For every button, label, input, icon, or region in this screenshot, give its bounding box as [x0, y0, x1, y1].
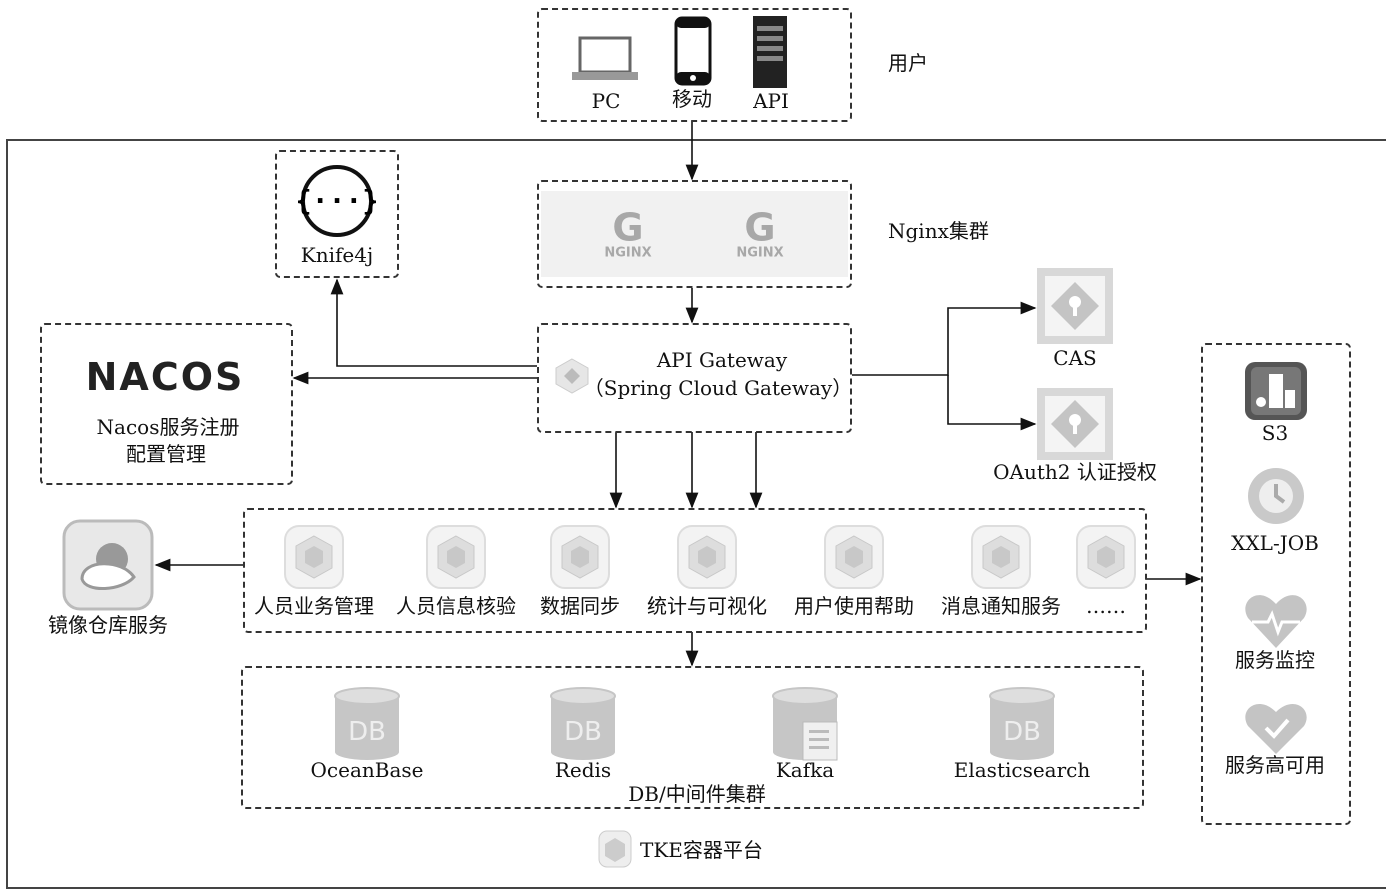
services-box	[243, 508, 1147, 633]
arrow-gateway-knife4j	[330, 278, 537, 367]
tke-label: TKE容器平台	[640, 838, 763, 862]
db-cluster-title: DB/中间件集群	[628, 782, 766, 806]
db-label: Elasticsearch	[953, 758, 1091, 782]
user-pc-label: PC	[591, 89, 621, 113]
service-icon	[284, 525, 344, 589]
nacos-box	[40, 323, 293, 485]
cas-label: CAS	[1053, 346, 1097, 370]
service-icon	[1076, 525, 1136, 589]
gateway-icon	[555, 358, 589, 394]
database-icon: DB	[989, 687, 1055, 760]
service-label: 人员业务管理	[254, 594, 374, 618]
phone-icon	[674, 16, 712, 86]
db-label: OceanBase	[310, 758, 424, 782]
service-label: 统计与可视化	[647, 594, 767, 618]
svg-text:DB: DB	[348, 717, 386, 747]
tke-icon	[598, 830, 632, 868]
xxl-job-icon	[1248, 468, 1304, 524]
service-icon	[971, 525, 1031, 589]
database-icon: DB	[550, 687, 616, 760]
service-label: 用户使用帮助	[794, 594, 914, 618]
db-cluster-box	[241, 666, 1144, 809]
service-icon	[824, 525, 884, 589]
ops-box	[1201, 343, 1351, 825]
heart-monitor-icon	[1245, 595, 1307, 648]
laptop-icon	[572, 36, 638, 80]
nacos-line1: Nacos服务注册	[96, 415, 240, 439]
service-label: 数据同步	[540, 594, 620, 618]
heart-check-icon	[1245, 704, 1307, 754]
svg-text:{···}: {···}	[298, 184, 376, 217]
database-icon: DB	[334, 687, 400, 760]
braces-icon: {···}	[298, 165, 376, 237]
service-icon	[677, 525, 737, 589]
kafka-icon	[772, 687, 838, 761]
nginx-logo-text: NGINX	[604, 245, 652, 261]
users-title: 用户	[888, 51, 928, 75]
registry-label: 镜像仓库服务	[48, 613, 168, 637]
nginx-background	[541, 191, 848, 277]
nginx-logo-text: NGINX	[736, 245, 784, 261]
db-label: Redis	[554, 758, 612, 782]
server-icon	[753, 16, 787, 88]
nginx-cluster-box	[537, 180, 852, 288]
api-gateway-box	[537, 323, 852, 433]
high-availability-label: 服务高可用	[1225, 753, 1325, 777]
gateway-line2: （Spring Cloud Gateway）	[583, 376, 853, 400]
cas-icon	[1037, 268, 1113, 344]
service-label: 人员信息核验	[396, 594, 516, 618]
s3-label: S3	[1261, 421, 1289, 445]
user-api-label: API	[753, 89, 789, 113]
s3-icon	[1245, 362, 1307, 420]
oauth-icon	[1037, 388, 1113, 460]
arrow-gateway-oauth	[947, 375, 1037, 431]
monitor-label: 服务监控	[1235, 648, 1315, 672]
db-label: Kafka	[775, 758, 835, 782]
arrow-gateway-auth	[852, 301, 1037, 376]
service-icon	[550, 525, 610, 589]
nacos-line2: 配置管理	[126, 442, 206, 466]
oauth-label: OAuth2 认证授权	[993, 460, 1157, 484]
nacos-logo: NACOS	[85, 355, 245, 399]
knife4j-label: Knife4j	[300, 243, 374, 267]
knife4j-box	[275, 150, 399, 278]
user-mobile-label: 移动	[672, 87, 712, 111]
service-label: ……	[1086, 594, 1126, 618]
service-icon	[426, 525, 486, 589]
nginx-title: Nginx集群	[888, 219, 989, 243]
users-box	[537, 8, 852, 122]
image-registry-icon	[62, 519, 154, 611]
gateway-line1: API Gateway	[656, 348, 788, 372]
xxl-job-label: XXL-JOB	[1231, 531, 1319, 555]
svg-text:DB: DB	[564, 717, 602, 747]
service-label: 消息通知服务	[941, 594, 1061, 618]
svg-text:DB: DB	[1003, 717, 1041, 747]
